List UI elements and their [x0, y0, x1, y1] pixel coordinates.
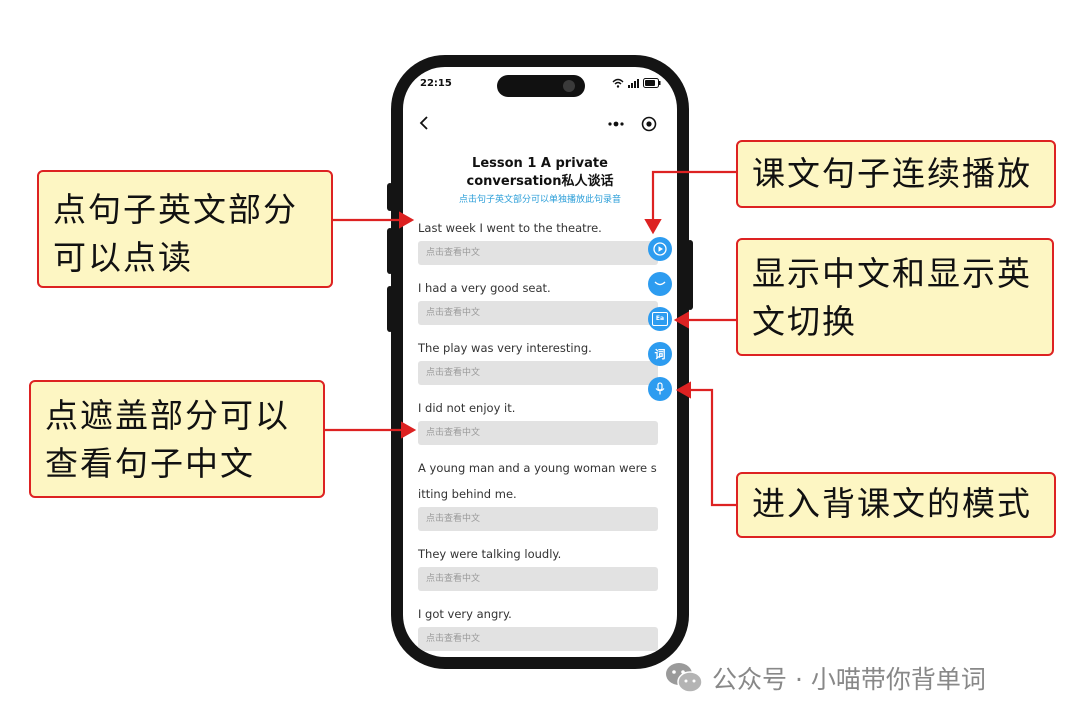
recite-mode-button[interactable] [648, 377, 672, 401]
nav-bar [403, 107, 677, 143]
phone-volume-up [387, 228, 393, 274]
callout-text: 查看句子中文 [45, 444, 255, 483]
continuous-play-button[interactable] [648, 237, 672, 261]
signal-icon [628, 79, 639, 88]
sentence-english[interactable]: I got very angry. [418, 607, 512, 621]
dynamic-island [497, 75, 585, 97]
callout-text: 可以点读 [53, 238, 193, 277]
sentence-item: I had a very good seat. 点击查看中文 [418, 275, 658, 325]
sentence-english[interactable]: I had a very good seat. [418, 281, 551, 295]
sentence-english[interactable]: They were talking loudly. [418, 547, 562, 561]
vocab-button[interactable]: 词 [648, 342, 672, 366]
sentence-english[interactable]: I did not enjoy it. [418, 401, 516, 415]
chinese-cover[interactable]: 点击查看中文 [418, 507, 658, 531]
status-icons [612, 78, 661, 88]
sentence-item: The play was very interesting. 点击查看中文 [418, 335, 658, 385]
wechat-icon [666, 663, 703, 693]
status-bar: 22:15 [403, 67, 677, 105]
eye-icon [654, 281, 666, 286]
callout-text: 进入背课文的模式 [752, 484, 1032, 523]
callout-recite-mode: 进入背课文的模式 [736, 472, 1056, 538]
vocab-icon: 词 [654, 348, 666, 361]
lesson-hint: 点击句子英文部分可以单独播放此句录音 [458, 195, 621, 205]
phone-screen: 22:15 [403, 67, 677, 657]
callout-continuous-play: 课文句子连续播放 [736, 140, 1056, 208]
sentence-english[interactable]: Last week I went to the theatre. [418, 221, 602, 235]
callout-text: 显示中文和显示英 [752, 254, 1032, 293]
sentence-list: Last week I went to the theatre. 点击查看中文 … [418, 215, 658, 657]
toggle-language-button[interactable]: Ea [648, 307, 672, 331]
watermark-text: 公众号 · 小喵带你背单词 [712, 665, 986, 694]
status-time: 22:15 [420, 78, 452, 89]
play-icon [653, 242, 667, 256]
callout-toggle-language: 显示中文和显示英 文切换 [736, 238, 1054, 356]
battery-icon [643, 78, 661, 88]
wifi-icon [612, 78, 624, 88]
sentence-english[interactable]: A young man and a young woman were sitti… [418, 461, 657, 501]
lesson-title-line1: Lesson 1 A private [472, 156, 608, 171]
lesson-title-line2: conversation私人谈话 [466, 174, 614, 189]
callout-text: 文切换 [752, 302, 857, 341]
callout-text: 课文句子连续播放 [752, 154, 1032, 193]
lesson-title: Lesson 1 A private conversation私人谈话 [403, 155, 677, 191]
chinese-cover[interactable]: 点击查看中文 [418, 421, 658, 445]
chinese-cover[interactable]: 点击查看中文 [418, 241, 658, 265]
phone-frame: 22:15 [391, 55, 689, 669]
sentence-item: They were talking loudly. 点击查看中文 [418, 541, 658, 591]
sentence-item: A young man and a young woman were sitti… [418, 455, 658, 531]
phone-side-button [387, 183, 393, 211]
phone-power-button [687, 240, 693, 310]
chinese-cover[interactable]: 点击查看中文 [418, 627, 658, 651]
chinese-cover[interactable]: 点击查看中文 [418, 301, 658, 325]
sentence-english[interactable]: The play was very interesting. [418, 341, 592, 355]
close-target-icon[interactable] [641, 116, 657, 132]
watermark: 公众号 · 小喵带你背单词 [664, 660, 986, 696]
back-arrow-icon[interactable] [415, 113, 435, 133]
callout-text: 点遮盖部分可以 [45, 396, 290, 435]
sentence-item: Last week I went to the theatre. 点击查看中文 [418, 215, 658, 265]
phone-volume-down [387, 286, 393, 332]
more-dots-icon[interactable] [605, 117, 627, 131]
camera-icon [563, 80, 575, 92]
chinese-cover[interactable]: 点击查看中文 [418, 361, 658, 385]
callout-tap-sentence: 点句子英文部分 可以点读 [37, 170, 333, 288]
hide-show-button[interactable] [648, 272, 672, 296]
mic-icon [655, 382, 665, 395]
chinese-cover[interactable]: 点击查看中文 [418, 567, 658, 591]
toggle-language-icon: Ea [652, 312, 668, 326]
sentence-item: I got very angry. 点击查看中文 [418, 601, 658, 651]
mini-program-capsule [595, 111, 671, 137]
callout-tap-cover: 点遮盖部分可以 查看句子中文 [29, 380, 325, 498]
sentence-item: I did not enjoy it. 点击查看中文 [418, 395, 658, 445]
callout-text: 点句子英文部分 [53, 190, 298, 229]
